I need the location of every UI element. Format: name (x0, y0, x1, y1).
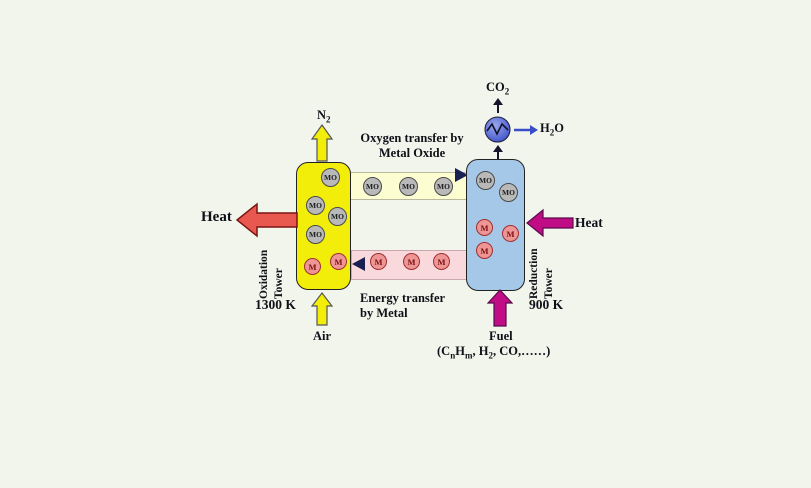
condenser-to-co2-arrow-icon (493, 98, 503, 113)
m-particle: M (433, 253, 450, 270)
m-particle: M (330, 253, 347, 270)
mo-particle: MO (434, 177, 453, 196)
heat-in-right-arrow-icon (526, 208, 574, 238)
m-particle: M (403, 253, 420, 270)
heat-out-left-arrow-icon (236, 202, 298, 238)
band-flow-left-arrow-icon (352, 257, 365, 271)
n2-outlet-arrow-icon (311, 124, 333, 162)
m-particle: M (476, 242, 493, 259)
mo-particle: MO (476, 171, 495, 190)
heat-right-label: Heat (575, 215, 603, 230)
oxidation-tower-label: Oxidation Tower (258, 249, 285, 299)
reduction-tower-label: Reduction Tower (528, 248, 555, 299)
fuel-label: Fuel (489, 329, 513, 343)
m-particle: M (304, 258, 321, 275)
condenser-icon (484, 116, 511, 143)
energy-transfer-label: Energy transfer by Metal (360, 291, 446, 320)
mo-particle: MO (499, 183, 518, 202)
m-particle: M (502, 225, 519, 242)
band-flow-right-arrow-icon (455, 168, 468, 182)
fuel-inlet-arrow-icon (487, 289, 513, 327)
h2o-outlet-arrow-icon (514, 125, 538, 135)
fuel-formula-label: (CnHm, H2, CO,……) (437, 344, 551, 361)
air-inlet-arrow-icon (311, 292, 333, 326)
heat-left-label: Heat (201, 209, 232, 225)
oxidation-temperature-label: 1300 K (255, 297, 296, 312)
h2o-label: H2O (540, 121, 564, 138)
m-particle: M (476, 219, 493, 236)
mo-particle: MO (328, 207, 347, 226)
n2-label: N2 (317, 108, 331, 125)
tower-to-condenser-arrow-icon (493, 145, 503, 159)
mo-particle: MO (306, 196, 325, 215)
mo-particle: MO (363, 177, 382, 196)
oxygen-transfer-label: Oxygen transfer by Metal Oxide (360, 131, 464, 160)
co2-label: CO2 (486, 80, 510, 97)
mo-particle: MO (321, 168, 340, 187)
mo-particle: MO (306, 225, 325, 244)
mo-particle: MO (399, 177, 418, 196)
reduction-temperature-label: 900 K (529, 297, 564, 312)
reduction-tower (466, 159, 525, 291)
m-particle: M (370, 253, 387, 270)
air-label: Air (313, 329, 332, 343)
